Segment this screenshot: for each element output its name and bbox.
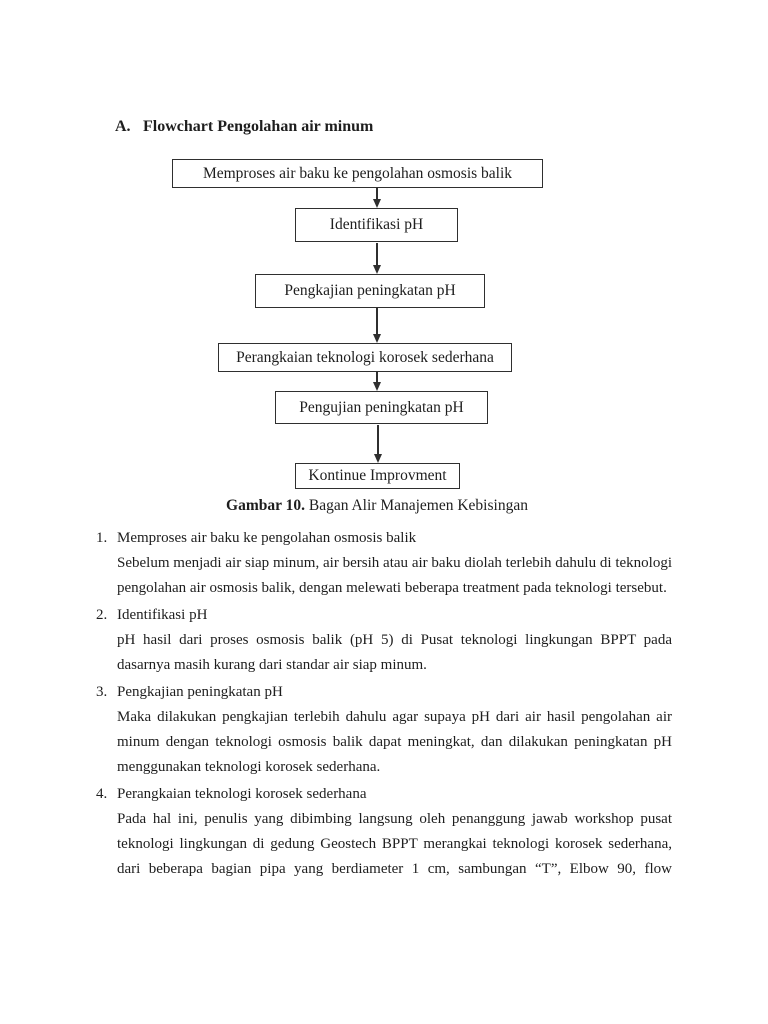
flowchart-node-label: Perangkaian teknologi korosek sederhana <box>236 348 494 366</box>
flowchart-node-kontinue: Kontinue Improvment <box>295 463 460 489</box>
down-arrow-icon <box>373 188 382 208</box>
list-item-number: 2. <box>96 607 108 623</box>
down-arrow-icon <box>373 243 382 274</box>
list-item-heading: 1. Memproses air baku ke pengolahan osmo… <box>96 526 672 551</box>
section-heading-letter: A. <box>115 118 131 135</box>
arrow-head <box>373 334 381 343</box>
arrow-shaft <box>376 243 378 265</box>
flowchart-node-label: Kontinue Improvment <box>308 467 447 484</box>
arrow-shaft <box>376 308 378 334</box>
list-item: 4. Perangkaian teknologi korosek sederha… <box>96 782 672 882</box>
figure-caption-number: Gambar 10. <box>226 497 305 514</box>
flowchart-node-pengkajian: Pengkajian peningkatan pH <box>255 274 485 308</box>
flowchart-node-identifikasi: Identifikasi pH <box>295 208 458 242</box>
flowchart-node-pengujian: Pengujian peningkatan pH <box>275 391 488 424</box>
flowchart-node-label: Pengkajian peningkatan pH <box>284 282 456 299</box>
arrow-shaft <box>376 188 378 199</box>
list-item-number: 3. <box>96 684 108 700</box>
figure-caption: Gambar 10. Bagan Alir Manajemen Kebising… <box>0 496 754 516</box>
list-item-heading: 2. Identifikasi pH <box>96 603 672 628</box>
section-heading-title: Flowchart Pengolahan air minum <box>143 118 374 135</box>
list-item-title: Memproses air baku ke pengolahan osmosis… <box>117 530 417 546</box>
flowchart-node-label: Memproses air baku ke pengolahan osmosis… <box>202 164 513 182</box>
down-arrow-icon <box>374 425 383 463</box>
list-item: 2. Identifikasi pH pH hasil dari proses … <box>96 603 672 678</box>
arrow-head <box>374 454 382 463</box>
arrow-head <box>373 382 381 391</box>
list-item-body: Pada hal ini, penulis yang dibimbing lan… <box>117 811 672 877</box>
list-item-number: 4. <box>96 786 108 802</box>
arrow-head <box>373 265 381 274</box>
section-heading: A. Flowchart Pengolahan air minum <box>115 117 373 137</box>
flowchart-node-label: Pengujian peningkatan pH <box>299 398 464 416</box>
arrow-head <box>373 199 381 208</box>
list-item: 3. Pengkajian peningkatan pH Maka dilaku… <box>96 680 672 780</box>
arrow-shaft <box>377 425 379 454</box>
down-arrow-icon <box>373 308 382 343</box>
list-item-body: Maka dilakukan pengkajian terlebih dahul… <box>117 709 672 775</box>
list-item-title: Pengkajian peningkatan pH <box>117 684 283 700</box>
list-item-heading: 3. Pengkajian peningkatan pH <box>96 680 672 705</box>
flowchart-node-label: Identifikasi pH <box>329 216 424 233</box>
list-item-title: Perangkaian teknologi korosek sederhana <box>117 786 367 802</box>
list-item-number: 1. <box>96 530 108 546</box>
explanation-list: 1. Memproses air baku ke pengolahan osmo… <box>96 526 672 882</box>
list-item-heading: 4. Perangkaian teknologi korosek sederha… <box>96 782 672 807</box>
list-item-title: Identifikasi pH <box>117 607 208 623</box>
list-item: 1. Memproses air baku ke pengolahan osmo… <box>96 526 672 601</box>
list-item-body: pH hasil dari proses osmosis balik (pH 5… <box>117 632 672 673</box>
down-arrow-icon <box>373 372 382 391</box>
arrow-shaft <box>376 372 378 382</box>
figure-caption-text: Bagan Alir Manajemen Kebisingan <box>304 497 528 514</box>
flowchart-node-memproses: Memproses air baku ke pengolahan osmosis… <box>172 159 543 188</box>
list-item-body: Sebelum menjadi air siap minum, air bers… <box>117 555 672 596</box>
flowchart-node-perangkaian: Perangkaian teknologi korosek sederhana <box>218 343 512 372</box>
